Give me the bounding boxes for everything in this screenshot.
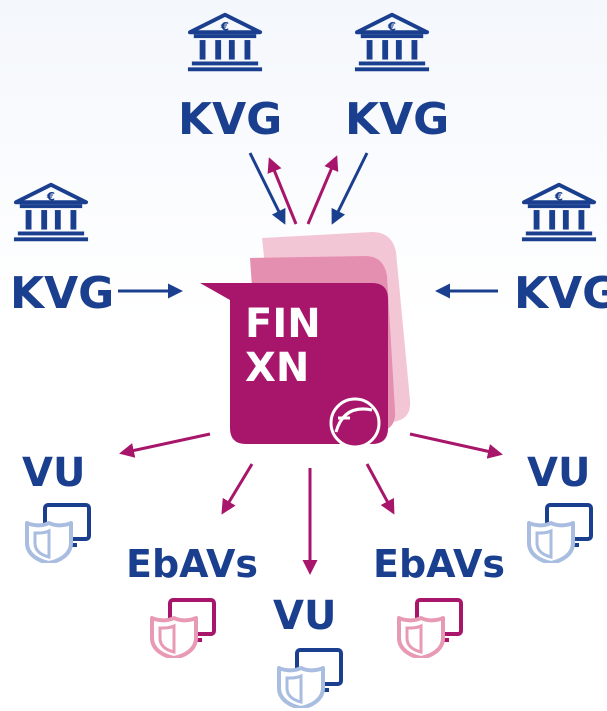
arrow-finxn-to-vu-right (409, 432, 503, 459)
finxn-line1: FIN (245, 301, 321, 347)
shield-monitor-icon (397, 598, 463, 658)
kvg-label-top-left: KVG (178, 94, 283, 145)
finxn-wordmark: FIN XN (245, 302, 321, 390)
kvg-label-left: KVG (10, 268, 115, 319)
vu-label-left: VU (22, 450, 86, 496)
shield-monitor-icon (277, 648, 343, 708)
finxn-line2: XN (245, 345, 310, 391)
arrow-finxn-to-vu-left (119, 432, 211, 458)
bank-euro-icon (520, 182, 598, 242)
kvg-label-top-right: KVG (345, 94, 450, 145)
arrow-finxn-to-ebavs-right (365, 463, 395, 515)
shield-monitor-icon (150, 598, 216, 658)
bank-euro-icon (353, 12, 431, 72)
shield-monitor-icon (25, 503, 91, 563)
arrow-finxn-to-kvg1 (267, 157, 298, 225)
vu-label-right: VU (527, 450, 591, 496)
bank-euro-icon (186, 12, 264, 72)
kvg-label-right: KVG (514, 268, 607, 319)
ebavs-label-left: EbAVs (126, 542, 259, 586)
arrow-kvg1-to-finxn (248, 152, 286, 225)
arrow-finxn-to-ebavs-left (221, 463, 254, 515)
arrow-kvg2-to-finxn (331, 152, 369, 225)
bank-euro-icon (12, 182, 90, 242)
finxn-globe-icon (329, 397, 381, 449)
vu-label-bottom: VU (273, 593, 337, 639)
ebavs-label-right: EbAVs (373, 542, 506, 586)
arrow-finxn-to-kvg2 (306, 155, 339, 225)
finxn-logo (200, 232, 411, 449)
shield-monitor-icon (527, 503, 593, 563)
